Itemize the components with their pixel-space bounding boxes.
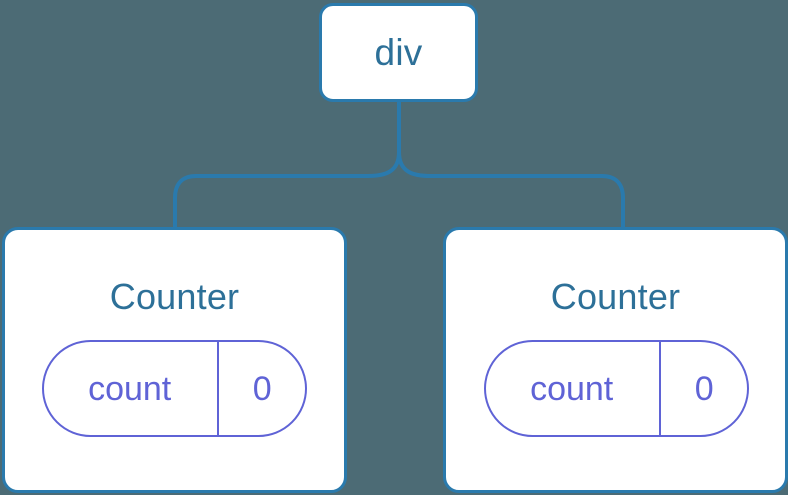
node-div[interactable]: div [319,3,478,102]
state-value-right: 0 [659,342,747,435]
node-div-label: div [374,32,423,73]
node-counter-right-label: Counter [550,276,681,317]
connector-branch-right [397,151,625,229]
state-pill-right[interactable]: count 0 [484,340,749,437]
node-counter-left[interactable]: Counter count 0 [2,227,347,493]
connector-branch-left [173,151,401,229]
node-counter-right[interactable]: Counter count 0 [443,227,788,493]
state-value-left: 0 [217,342,305,435]
state-key-right: count [530,369,614,408]
node-counter-left-label: Counter [109,276,240,317]
state-pill-left[interactable]: count 0 [42,340,307,437]
state-key-left: count [88,369,172,408]
